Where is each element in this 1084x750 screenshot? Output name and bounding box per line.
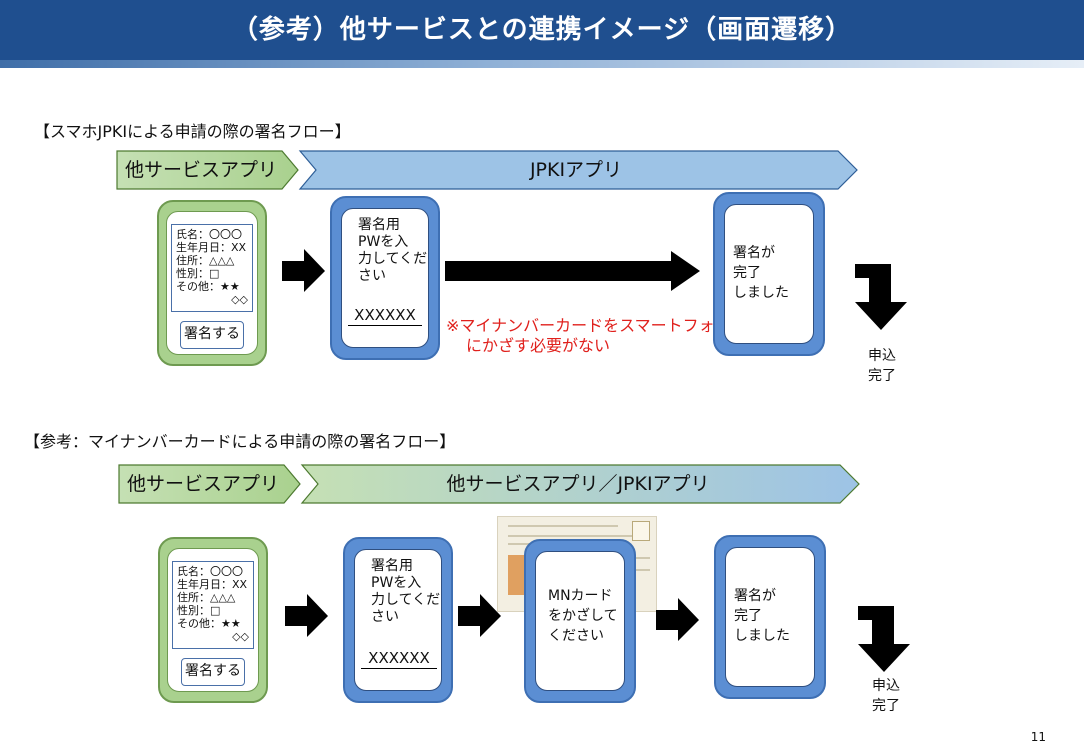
card-prompt-line-1: MNカード	[548, 588, 613, 604]
flow1-result: 申込 完了	[862, 346, 902, 386]
flow1-phone-done: 署名が 完了 しました	[713, 192, 825, 356]
flow2-phone-card: MNカード をかざして ください	[524, 539, 636, 703]
flow2-result: 申込 完了	[866, 676, 906, 716]
flow2-phone-card-screen: MNカード をかざして ください	[535, 551, 625, 691]
flow2-banner-right-label: 他サービスアプリ／JPKIアプリ	[446, 473, 710, 495]
flow2-arrow-down	[858, 606, 910, 672]
flow1-phone-form: 氏名：〇〇〇 生年月日：XX 住所：△△△ 性別：□ その他：★★ ◇◇ 署名す…	[157, 200, 267, 366]
section-title-flow1: 【スマホJPKIによる申請の際の署名フロー】	[34, 122, 351, 141]
done-line-1: 署名が	[734, 588, 776, 604]
form-line-birth: 生年月日：XX	[176, 241, 247, 254]
note-line-2: にかざす必要がない	[466, 336, 611, 355]
form-line-name: 氏名：〇〇〇	[176, 228, 242, 241]
flow2-done-text: 署名が 完了 しました	[734, 586, 790, 646]
done-line-3: しました	[733, 285, 789, 301]
done-line-2: 完了	[734, 608, 762, 624]
form-line-other-2: ◇◇	[231, 293, 248, 306]
done-line-2: 完了	[733, 265, 761, 281]
result-line-1: 申込	[868, 348, 896, 364]
flow1-sign-button[interactable]: 署名する	[180, 321, 244, 349]
flow2-arrow-right-3	[656, 598, 699, 641]
flow1-form-fields: 氏名：〇〇〇 生年月日：XX 住所：△△△ 性別：□ その他：★★ ◇◇	[171, 224, 253, 312]
title-stripe	[0, 60, 1084, 68]
flow2-pw-prompt: 署名用 PWを入 力してくだ さい	[371, 558, 440, 626]
flow1-phone-done-screen: 署名が 完了 しました	[724, 204, 814, 344]
flow1-banner-left-label: 他サービスアプリ	[124, 159, 277, 181]
flow1-banner-right-label: JPKIアプリ	[529, 159, 623, 181]
card-prompt-line-3: ください	[548, 628, 604, 644]
pw-prompt-line-3: 力してくだ	[358, 251, 428, 267]
pw-prompt-line-2: PWを入	[358, 234, 409, 250]
form-line-birth: 生年月日：XX	[177, 578, 248, 591]
card-emblem-icon	[632, 521, 650, 541]
flow1-arrow-down	[855, 264, 907, 330]
flow2-banner-left-label: 他サービスアプリ	[126, 473, 279, 495]
form-line-address: 住所：△△△	[177, 591, 236, 604]
flow1-banner-right-shape	[298, 150, 858, 190]
form-line-other: その他：★★	[176, 280, 240, 293]
flow1-pw-prompt: 署名用 PWを入 力してくだ さい	[358, 217, 427, 285]
form-line-address: 住所：△△△	[176, 254, 235, 267]
pw-prompt-line-2: PWを入	[371, 575, 422, 591]
form-line-name: 氏名：〇〇〇	[177, 565, 243, 578]
note-line-1: ※マイナンバーカードをスマートフォン	[446, 316, 731, 335]
flow2-arrow-right-2	[458, 594, 501, 637]
flow1-note: ※マイナンバーカードをスマートフォン にかざす必要がない	[446, 316, 731, 356]
flow1-banner-shapes	[116, 150, 858, 190]
flow1-arrow-long	[445, 251, 700, 291]
pw-prompt-line-1: 署名用	[358, 217, 400, 233]
form-line-gender: 性別：□	[176, 267, 220, 280]
flow1-banner-left-shape	[116, 150, 299, 190]
flow2-phone-form-screen: 氏名：〇〇〇 生年月日：XX 住所：△△△ 性別：□ その他：★★ ◇◇ 署名す…	[167, 548, 259, 692]
result-line-1: 申込	[872, 678, 900, 694]
card-prompt-line-2: をかざして	[548, 608, 618, 624]
flow2-sign-button[interactable]: 署名する	[181, 658, 245, 686]
done-line-1: 署名が	[733, 245, 775, 261]
done-line-3: しました	[734, 628, 790, 644]
form-line-other-2: ◇◇	[232, 630, 249, 643]
pw-prompt-line-1: 署名用	[371, 558, 413, 574]
page-number: 11	[1030, 730, 1046, 744]
flow2-banner-left-shape	[118, 464, 301, 504]
flow2-banner-right-shape	[300, 464, 860, 504]
flow2-phone-form: 氏名：〇〇〇 生年月日：XX 住所：△△△ 性別：□ その他：★★ ◇◇ 署名す…	[158, 537, 268, 703]
form-line-gender: 性別：□	[177, 604, 221, 617]
flow1-pw-input[interactable]: XXXXXX	[348, 305, 422, 326]
result-line-2: 完了	[872, 698, 900, 714]
flow2-card-prompt: MNカード をかざして ください	[548, 586, 618, 646]
pw-prompt-line-3: 力してくだ	[371, 592, 441, 608]
flow2-pw-input[interactable]: XXXXXX	[361, 648, 437, 669]
flow1-done-text: 署名が 完了 しました	[733, 243, 789, 303]
page-title: （参考）他サービスとの連携イメージ（画面遷移）	[231, 15, 853, 45]
pw-prompt-line-4: さい	[358, 268, 386, 284]
flow2-phone-pw-screen: 署名用 PWを入 力してくだ さい XXXXXX	[354, 549, 442, 691]
title-bar	[0, 0, 1084, 60]
flow1-banner: 他サービスアプリ JPKIアプリ	[116, 150, 858, 190]
flow2-phone-pw: 署名用 PWを入 力してくだ さい XXXXXX	[343, 537, 453, 703]
flow2-form-fields: 氏名：〇〇〇 生年月日：XX 住所：△△△ 性別：□ その他：★★ ◇◇	[172, 561, 254, 649]
flow1-arrow-right-1	[282, 249, 325, 292]
flow2-arrow-right-1	[285, 594, 328, 637]
result-line-2: 完了	[868, 368, 896, 384]
flow2-banner: 他サービスアプリ 他サービスアプリ／JPKIアプリ	[118, 464, 860, 504]
flow1-phone-pw-screen: 署名用 PWを入 力してくだ さい XXXXXX	[341, 208, 429, 348]
flow1-phone-form-screen: 氏名：〇〇〇 生年月日：XX 住所：△△△ 性別：□ その他：★★ ◇◇ 署名す…	[166, 211, 258, 355]
flow2-phone-done: 署名が 完了 しました	[714, 535, 826, 699]
section-title-flow2: 【参考：マイナンバーカードによる申請の際の署名フロー】	[24, 432, 456, 451]
pw-prompt-line-4: さい	[371, 609, 399, 625]
form-line-other: その他：★★	[177, 617, 241, 630]
flow1-phone-pw: 署名用 PWを入 力してくだ さい XXXXXX	[330, 196, 440, 360]
flow2-banner-shapes	[118, 464, 860, 504]
flow2-phone-done-screen: 署名が 完了 しました	[725, 547, 815, 687]
